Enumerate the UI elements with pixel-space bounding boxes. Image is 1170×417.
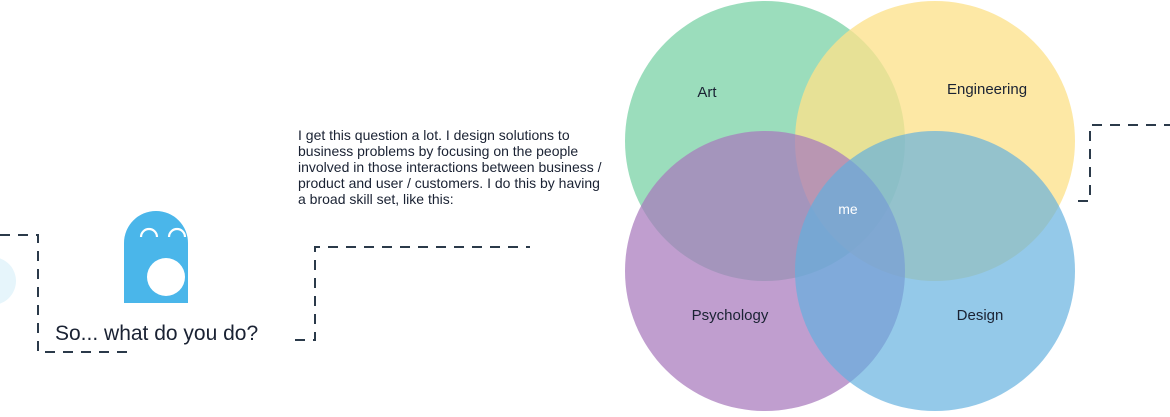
intro-paragraph: I get this question a lot. I design solu… xyxy=(298,127,602,207)
dashed-line-middle xyxy=(295,246,530,341)
question-text: So... what do you do? xyxy=(55,322,259,345)
dashed-connectors xyxy=(0,124,1170,353)
venn-diagram: Art Engineering Psychology Design me xyxy=(625,1,1075,411)
ghost-mascot-icon xyxy=(124,211,188,303)
partial-circle-decoration xyxy=(0,258,16,304)
venn-label-art: Art xyxy=(697,84,717,101)
venn-circle-design xyxy=(795,131,1075,411)
venn-label-center: me xyxy=(838,201,858,217)
dashed-line-right xyxy=(1078,124,1170,202)
dashed-line-left xyxy=(0,234,130,353)
venn-label-engineering: Engineering xyxy=(947,81,1027,98)
venn-label-design: Design xyxy=(957,307,1004,324)
venn-label-psychology: Psychology xyxy=(692,307,769,324)
